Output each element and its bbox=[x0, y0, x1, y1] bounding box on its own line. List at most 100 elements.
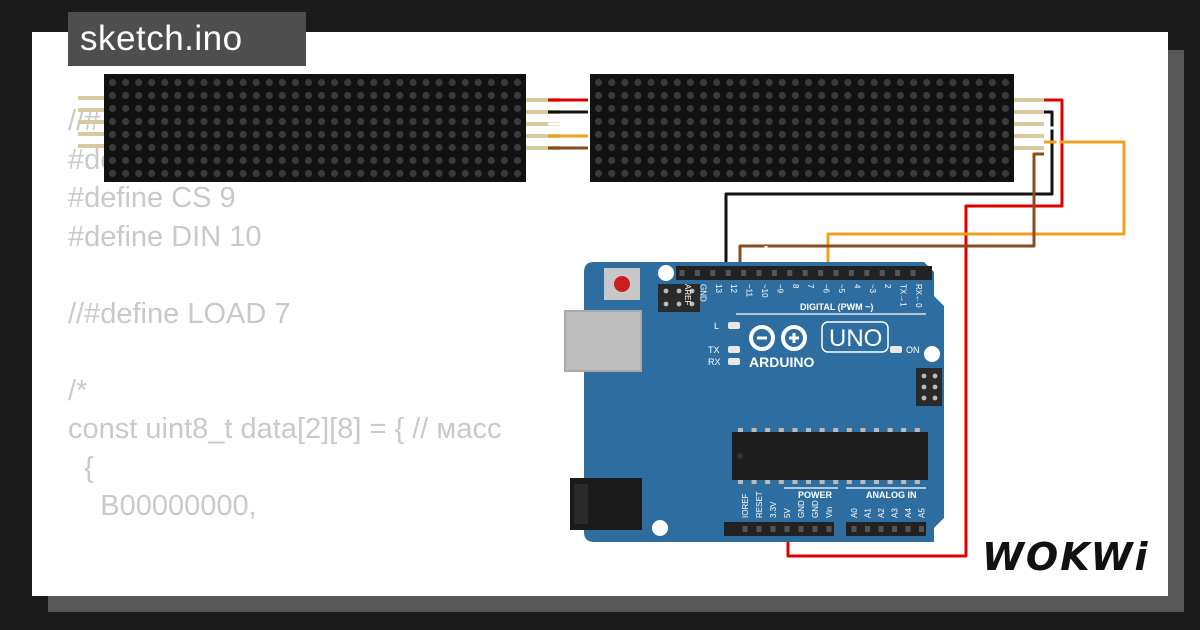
led-dot bbox=[174, 78, 182, 87]
led-dot bbox=[513, 169, 522, 178]
led-dot bbox=[726, 104, 734, 113]
analog-socket[interactable] bbox=[919, 526, 924, 532]
led-dot bbox=[108, 156, 117, 165]
led-dot bbox=[226, 143, 234, 152]
led-dot bbox=[975, 104, 983, 113]
digital-pin-label: ~6 bbox=[822, 284, 831, 294]
led-dot bbox=[700, 78, 708, 87]
led-dot bbox=[870, 78, 878, 87]
led-dot bbox=[448, 117, 456, 126]
power-pin-label: RESET bbox=[755, 491, 764, 518]
led-dot bbox=[383, 169, 391, 178]
chip-pin bbox=[887, 428, 893, 432]
led-dot bbox=[647, 156, 655, 165]
led-dot bbox=[818, 130, 826, 139]
led-matrix-left[interactable] bbox=[104, 74, 526, 182]
power-socket[interactable] bbox=[742, 526, 748, 532]
led-dot bbox=[422, 117, 430, 126]
power-socket[interactable] bbox=[812, 526, 818, 532]
led-dot bbox=[870, 104, 878, 113]
led-dot bbox=[226, 117, 234, 126]
chip-pin bbox=[846, 480, 852, 484]
analog-socket[interactable] bbox=[851, 526, 857, 532]
power-socket[interactable] bbox=[798, 526, 804, 532]
digital-pin-label: ~5 bbox=[837, 284, 846, 294]
led-dot bbox=[265, 78, 273, 87]
digital-pin-label: ~11 bbox=[745, 284, 754, 298]
led-dot bbox=[831, 130, 839, 139]
chip-pin bbox=[738, 428, 743, 432]
analog-socket[interactable] bbox=[892, 526, 897, 532]
arduino-infinity-logo bbox=[749, 325, 807, 351]
led-dot bbox=[778, 78, 786, 87]
led-dot bbox=[962, 130, 970, 139]
digital-socket[interactable] bbox=[756, 270, 762, 276]
digital-socket[interactable] bbox=[741, 270, 747, 276]
power-pin-label: GND bbox=[811, 500, 820, 518]
led-dot bbox=[739, 117, 747, 126]
led-dot bbox=[135, 143, 143, 152]
led-dot bbox=[831, 156, 839, 165]
led-matrix-left-dots bbox=[108, 78, 522, 178]
led-dot bbox=[660, 169, 668, 178]
chain-wires bbox=[548, 98, 588, 150]
led-dot bbox=[1001, 117, 1010, 126]
power-socket[interactable] bbox=[770, 526, 776, 532]
led-dot bbox=[923, 91, 931, 100]
power-socket[interactable] bbox=[784, 526, 790, 532]
led-dot bbox=[883, 130, 891, 139]
sketch-filename-tab[interactable]: sketch.ino bbox=[68, 12, 306, 66]
analog-socket[interactable] bbox=[905, 526, 911, 532]
led-dot bbox=[252, 156, 260, 165]
digital-socket[interactable] bbox=[833, 270, 839, 276]
led-dot bbox=[174, 130, 182, 139]
analog-socket[interactable] bbox=[878, 526, 884, 532]
led-dot bbox=[805, 117, 813, 126]
chip-pin bbox=[887, 480, 893, 484]
led-dot bbox=[213, 91, 221, 100]
digital-socket[interactable] bbox=[679, 270, 685, 276]
led-dot bbox=[122, 130, 130, 139]
led-l-label: L bbox=[714, 321, 719, 331]
digital-socket[interactable] bbox=[802, 270, 808, 276]
led-dot bbox=[896, 117, 905, 126]
led-dot bbox=[474, 169, 482, 178]
digital-socket[interactable] bbox=[818, 270, 824, 276]
led-dot bbox=[660, 117, 668, 126]
led-dot bbox=[174, 104, 182, 113]
digital-socket[interactable] bbox=[787, 270, 793, 276]
led-matrix-right[interactable] bbox=[590, 74, 1014, 182]
led-dot bbox=[148, 117, 156, 126]
led-dot bbox=[108, 117, 117, 126]
led-dot bbox=[765, 117, 773, 126]
analog-header[interactable] bbox=[846, 522, 926, 536]
digital-socket[interactable] bbox=[864, 270, 870, 276]
digital-socket[interactable] bbox=[725, 270, 731, 276]
led-dot bbox=[896, 78, 905, 87]
led-dot bbox=[344, 91, 352, 100]
led-dot bbox=[383, 91, 391, 100]
power-socket[interactable] bbox=[756, 526, 762, 532]
digital-pin-label: GND bbox=[698, 284, 707, 302]
led-dot bbox=[148, 104, 156, 113]
digital-socket[interactable] bbox=[879, 270, 885, 276]
digital-socket[interactable] bbox=[771, 270, 777, 276]
led-dot bbox=[357, 91, 365, 100]
digital-socket[interactable] bbox=[848, 270, 854, 276]
led-dot bbox=[791, 104, 800, 113]
analog-socket[interactable] bbox=[865, 526, 870, 532]
led-dot bbox=[226, 156, 234, 165]
led-dot bbox=[226, 169, 234, 178]
led-dot bbox=[135, 104, 143, 113]
digital-socket[interactable] bbox=[694, 270, 700, 276]
led-dot bbox=[988, 169, 996, 178]
led-dot bbox=[435, 169, 443, 178]
led-dot bbox=[621, 91, 629, 100]
power-socket[interactable] bbox=[826, 526, 832, 532]
digital-socket[interactable] bbox=[710, 270, 716, 276]
power-header[interactable] bbox=[724, 522, 834, 536]
digital-socket[interactable] bbox=[910, 270, 916, 276]
digital-socket[interactable] bbox=[895, 270, 901, 276]
led-dot bbox=[896, 130, 905, 139]
